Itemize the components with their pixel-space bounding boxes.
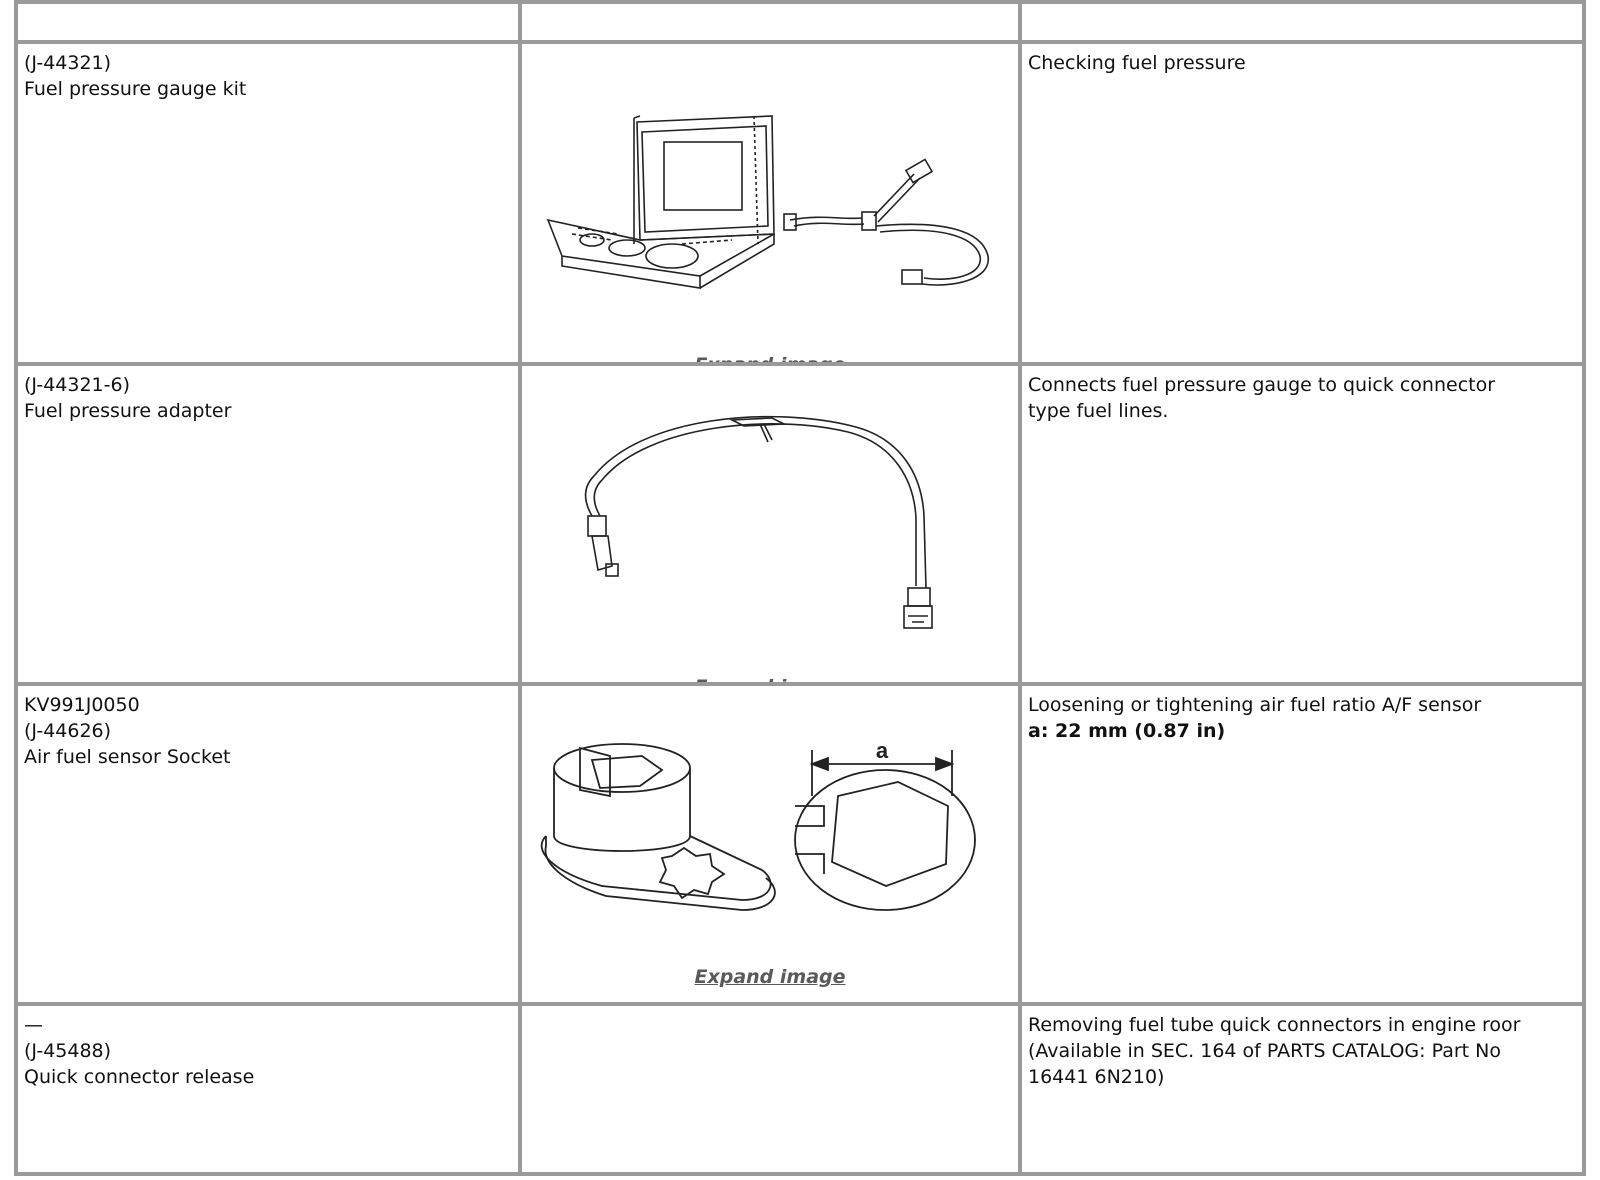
tool-name: Air fuel sensor Socket [24,746,231,768]
tool-description-cell: Loosening or tightening air fuel ratio A… [1018,682,1586,1006]
tool-image-cell: a Expand image [518,682,1022,1006]
tool-description-cell: Checking fuel pressure [1018,40,1586,366]
special-service-tools-table-frame: (J-44321) Fuel pressure gauge kit [14,0,1586,1180]
tool-number: (J-44626) [24,720,112,742]
table-row: — (J-45488) Quick connector release Remo… [14,1002,1586,1176]
table-row: KV991J0050 (J-44626) Air fuel sensor Soc… [14,682,1586,1006]
tool-image-cell: Expand image [518,362,1022,686]
tool-image-cell [518,1002,1022,1176]
tool-description: Loosening or tightening air fuel ratio A… [1028,694,1482,716]
tool-number: (J-45488) [24,1040,112,1062]
header-cell-illustration [518,0,1022,44]
tool-number: (J-44321-6) [24,374,130,396]
table-row: (J-44321-6) Fuel pressure adapter [14,362,1586,686]
tool-name: Fuel pressure gauge kit [24,78,247,100]
dimension-label-a: a [876,738,889,763]
tool-description-line-1: Removing fuel tube quick connectors in e… [1028,1014,1521,1036]
header-cell-tool-number [14,0,522,44]
tool-dimension: a: 22 mm (0.87 in) [1028,720,1226,742]
expand-image-link[interactable]: Expand image [694,966,846,988]
fuel-pressure-gauge-kit-illustration [524,46,1016,360]
tool-number: (J-44321) [24,52,112,74]
expand-image-link[interactable]: Expand image [524,352,1016,360]
tool-id-cell: (J-44321) Fuel pressure gauge kit [14,40,522,366]
tool-id-cell: — (J-45488) Quick connector release [14,1002,522,1176]
tool-id-cell: (J-44321-6) Fuel pressure adapter [14,362,522,686]
tool-id-cell: KV991J0050 (J-44626) Air fuel sensor Soc… [14,682,522,1006]
header-cell-description [1018,0,1586,44]
table-header-row [14,0,1586,44]
tool-description-line-2: type fuel lines. [1028,400,1169,422]
tool-part-number: — [24,1014,43,1036]
expand-image-link[interactable]: Expand image [524,674,1016,680]
fuel-pressure-adapter-illustration [524,368,1016,680]
tool-description-line-1: Connects fuel pressure gauge to quick co… [1028,374,1496,396]
tool-name: Fuel pressure adapter [24,400,232,422]
tool-description: Checking fuel pressure [1028,52,1246,74]
air-fuel-sensor-socket-illustration: a [524,688,1016,1000]
tool-description-cell: Removing fuel tube quick connectors in e… [1018,1002,1586,1176]
tool-name: Quick connector release [24,1066,255,1088]
tool-description-cell: Connects fuel pressure gauge to quick co… [1018,362,1586,686]
tool-image-cell: Expand image [518,40,1022,366]
special-service-tools-table: (J-44321) Fuel pressure gauge kit [14,0,1586,1176]
tool-description-line-3: 16441 6N210) [1028,1066,1165,1088]
table-row: (J-44321) Fuel pressure gauge kit [14,40,1586,366]
tool-description-line-2: (Available in SEC. 164 of PARTS CATALOG:… [1028,1040,1501,1062]
tool-part-number: KV991J0050 [24,694,140,716]
